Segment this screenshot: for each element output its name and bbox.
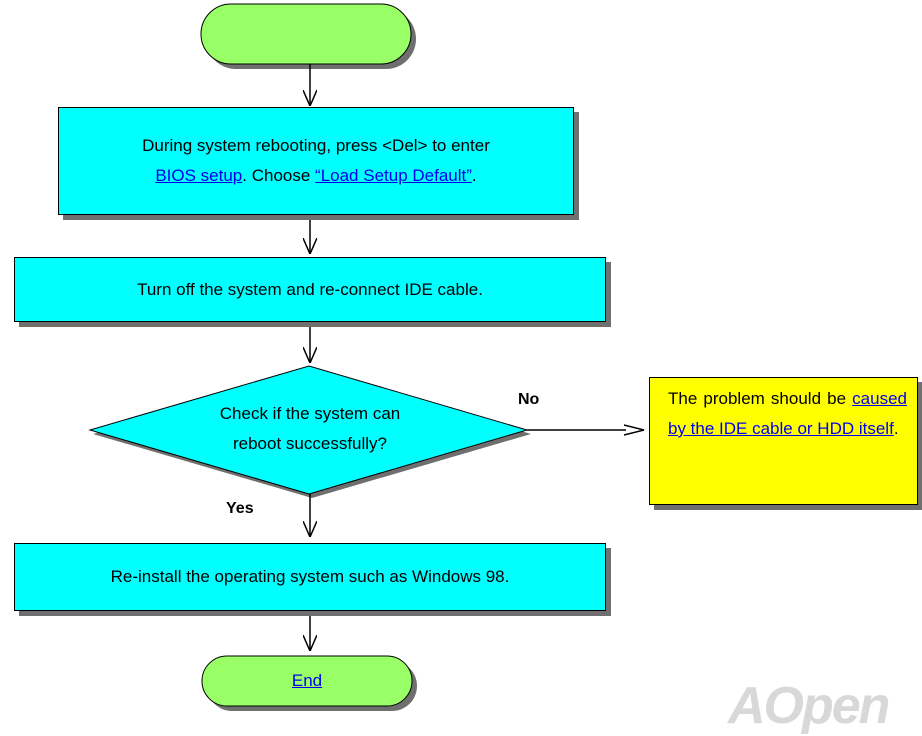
aopen-logo: AOpen <box>728 677 890 735</box>
decision-text: Check if the system can reboot successfu… <box>190 399 430 459</box>
end-terminal <box>201 655 413 707</box>
yes-label: Yes <box>226 500 254 517</box>
step-bios-setup: During system rebooting, press <Del> to … <box>58 107 574 215</box>
step-bios-line2: BIOS setup. Choose “Load Setup Default”. <box>59 161 573 191</box>
step-reinstall-os: Re-install the operating system such as … <box>14 543 606 611</box>
start-terminal <box>200 3 412 65</box>
bios-setup-link[interactable]: BIOS setup <box>155 166 243 185</box>
step-reconnect-text: Turn off the system and re-connect IDE c… <box>137 279 483 299</box>
step-reconnect-ide: Turn off the system and re-connect IDE c… <box>14 257 606 322</box>
step-bios-period: . <box>471 166 477 185</box>
step-reinstall-text: Re-install the operating system such as … <box>110 567 510 586</box>
step-bios-line1: During system rebooting, press <Del> to … <box>142 136 490 155</box>
decision-diamond <box>88 365 529 495</box>
problem-note: The problem should be caused by the IDE … <box>649 377 918 505</box>
load-setup-default-link[interactable]: “Load Setup Default” <box>315 166 472 185</box>
no-label: No <box>518 391 540 408</box>
decision-line1: Check if the system can <box>219 404 401 423</box>
ide-cable-hdd-link[interactable]: caused by the IDE cable or HDD itself <box>668 389 907 438</box>
note-period: . <box>893 419 899 438</box>
arrow-head-no <box>623 424 645 436</box>
flowchart-connectors <box>88 3 645 711</box>
end-link[interactable]: End <box>291 671 323 690</box>
decision-line2: reboot successfully? <box>232 434 388 453</box>
step-bios-choose-text: . Choose <box>242 166 316 185</box>
end-label: End <box>202 666 412 696</box>
note-text: The problem should be <box>668 389 847 408</box>
